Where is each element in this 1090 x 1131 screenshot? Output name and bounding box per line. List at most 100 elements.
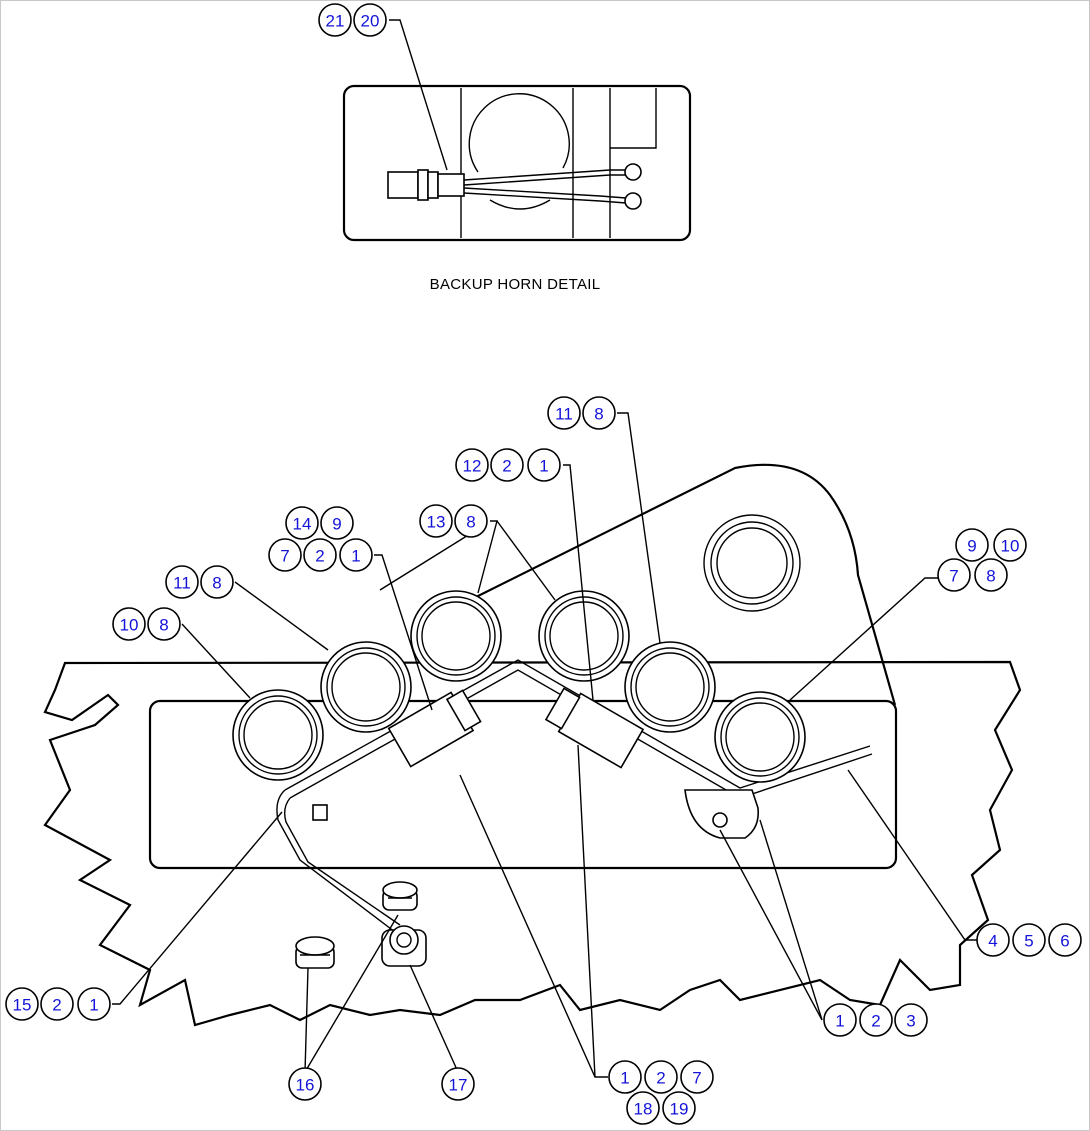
- backup-horn-detail: [342, 84, 692, 242]
- callout-label: 2: [656, 1069, 665, 1088]
- callout-8: 8: [147, 607, 181, 641]
- callout-18: 18: [626, 1091, 660, 1125]
- light-6: [714, 691, 806, 783]
- callout-6: 6: [1048, 923, 1082, 957]
- callout-label: 7: [692, 1069, 701, 1088]
- callout-9: 9: [320, 506, 354, 540]
- callout-label: 1: [620, 1069, 629, 1088]
- callout-label: 3: [906, 1012, 915, 1031]
- callout-15: 15: [5, 987, 39, 1021]
- callout-label: 12: [463, 457, 482, 476]
- callout-1: 1: [823, 1003, 857, 1037]
- callout-group-12-2-1: 12 2 1: [455, 448, 561, 482]
- light-1: [232, 689, 324, 781]
- callout-1: 1: [77, 987, 111, 1021]
- callout-label: 7: [949, 567, 958, 586]
- callout-label: 8: [212, 574, 221, 593]
- grommet-17: [381, 925, 427, 967]
- callout-7: 7: [268, 538, 302, 572]
- callout-label: 2: [871, 1012, 880, 1031]
- callout-label: 8: [594, 405, 603, 424]
- plug-16-right: [382, 881, 418, 911]
- callout-13: 13: [419, 504, 453, 538]
- callout-label: 11: [555, 405, 573, 424]
- callout-14: 14: [285, 506, 319, 540]
- callout-label: 17: [449, 1076, 468, 1095]
- callout-label: 2: [52, 996, 61, 1015]
- callout-label: 10: [1001, 537, 1020, 556]
- callout-1: 1: [339, 538, 373, 572]
- callout-group-4-5-6: 4 5 6: [976, 923, 1082, 957]
- callout-group-11-8-top: 11 8: [547, 396, 616, 430]
- callout-label: 8: [466, 513, 475, 532]
- callout-label: 5: [1024, 932, 1033, 951]
- callout-20: 20: [353, 3, 387, 37]
- callout-label: 14: [293, 515, 312, 534]
- callout-10: 10: [993, 528, 1027, 562]
- light-3: [410, 590, 502, 682]
- callout-8: 8: [454, 504, 488, 538]
- callout-2: 2: [303, 538, 337, 572]
- callout-1: 1: [608, 1060, 642, 1094]
- callout-2: 2: [490, 448, 524, 482]
- main-assembly: [43, 463, 1022, 1027]
- callout-group-21-20: 21 20: [318, 3, 387, 37]
- callout-9: 9: [955, 528, 989, 562]
- callout-label: 16: [296, 1076, 315, 1095]
- callout-label: 4: [988, 932, 997, 951]
- callout-group-1-2-3: 1 2 3: [823, 1003, 928, 1037]
- leader-lines: [112, 19, 977, 1078]
- light-4: [538, 590, 630, 682]
- callout-11: 11: [165, 565, 199, 599]
- callout-group-11-8-left: 11 8: [165, 565, 234, 599]
- light-5: [624, 641, 716, 733]
- callout-group-1-2-7: 1 2 7: [608, 1060, 714, 1094]
- callout-16: 16: [288, 1067, 322, 1101]
- callout-label: 1: [539, 457, 548, 476]
- callout-2: 2: [859, 1003, 893, 1037]
- callout-3: 3: [894, 1003, 928, 1037]
- callout-label: 6: [1060, 932, 1069, 951]
- callout-group-10-8: 10 8: [112, 607, 181, 641]
- callout-label: 8: [159, 616, 168, 635]
- callout-label: 9: [332, 515, 341, 534]
- callout-label: 1: [351, 547, 360, 566]
- callout-label: 1: [835, 1012, 844, 1031]
- callout-label: 7: [280, 547, 289, 566]
- callout-label: 19: [670, 1100, 689, 1119]
- plug-16-left: [295, 936, 335, 969]
- detail-caption: BACKUP HORN DETAIL: [429, 276, 601, 293]
- callout-label: 9: [967, 537, 976, 556]
- callout-group-17: 17: [441, 1067, 475, 1101]
- callout-1: 1: [527, 448, 561, 482]
- callout-label: 21: [326, 12, 345, 31]
- callout-2: 2: [40, 987, 74, 1021]
- callout-group-13-8: 13 8: [419, 504, 488, 538]
- callout-8: 8: [974, 558, 1008, 592]
- callout-5: 5: [1012, 923, 1046, 957]
- callout-17: 17: [441, 1067, 475, 1101]
- callout-19: 19: [662, 1091, 696, 1125]
- callout-4: 4: [976, 923, 1010, 957]
- callout-group-14-9: 14 9: [285, 506, 354, 540]
- callout-7: 7: [680, 1060, 714, 1094]
- callout-label: 13: [427, 513, 446, 532]
- callout-12: 12: [455, 448, 489, 482]
- callout-group-16: 16: [288, 1067, 322, 1101]
- callout-label: 15: [13, 996, 32, 1015]
- callout-label: 11: [173, 574, 191, 593]
- callout-2: 2: [644, 1060, 678, 1094]
- callout-21: 21: [318, 3, 352, 37]
- callout-8: 8: [582, 396, 616, 430]
- callout-10: 10: [112, 607, 146, 641]
- callout-label: 20: [361, 12, 380, 31]
- callout-11: 11: [547, 396, 581, 430]
- callout-group-9-10: 9 10: [955, 528, 1027, 562]
- callout-label: 2: [502, 457, 511, 476]
